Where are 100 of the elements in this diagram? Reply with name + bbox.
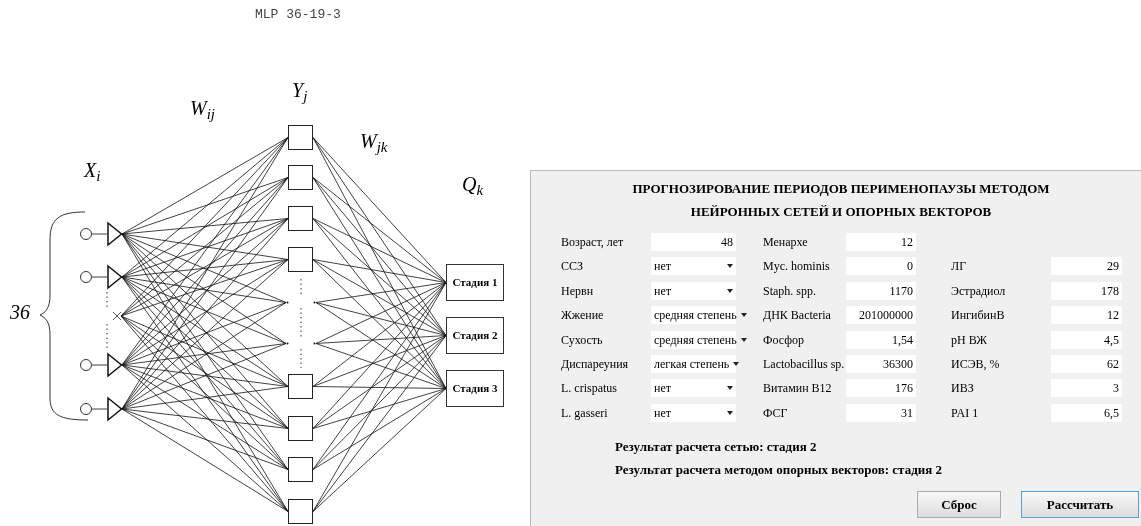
input-field: 31 xyxy=(846,403,916,422)
connection-line xyxy=(91,276,108,278)
output-box xyxy=(446,370,504,407)
output-box xyxy=(446,317,504,354)
connection-line xyxy=(121,177,289,235)
input-field: 201000000 xyxy=(846,306,916,325)
connection-line xyxy=(121,218,289,235)
dropdown-field: нет xyxy=(651,379,736,398)
input-field: 176 xyxy=(846,379,916,398)
input-field: 48 xyxy=(651,233,736,251)
result-text: Результат расчета методом опорных векторов: стадия 2 xyxy=(615,461,942,479)
connection-line xyxy=(121,233,287,344)
input-triangle xyxy=(107,222,122,246)
connection-line xyxy=(121,137,289,235)
input-field: 1170 xyxy=(846,281,916,300)
input-circle xyxy=(80,403,92,415)
input-field: 1,54 xyxy=(846,330,916,349)
connection-line xyxy=(312,335,447,429)
field-label: ДНК Bacteria xyxy=(763,307,831,325)
hidden-neuron-box xyxy=(288,165,313,190)
input-triangle xyxy=(107,397,122,421)
field-label: ИнгибинВ xyxy=(951,307,1005,325)
ellipsis-point xyxy=(286,301,316,304)
connection-line xyxy=(121,218,289,278)
connection-line xyxy=(120,315,289,512)
connection-line xyxy=(121,177,289,278)
connection-line xyxy=(312,335,447,512)
ellipsis-point xyxy=(286,342,316,345)
connection-line xyxy=(121,233,289,512)
hidden-neuron-box xyxy=(288,499,313,524)
form-title: ПРОГНОЗИРОВАНИЕ ПЕРИОДОВ ПЕРИМЕНОПАУЗЫ МЕТОДОМ НЕЙРОННЫХ СЕТЕЙ И ОПОРНЫХ ВЕКТОРОВ xyxy=(631,180,1051,221)
hidden-neuron-box xyxy=(288,247,313,272)
field-label: Возраст, лет xyxy=(561,234,624,251)
layer-label: X$_{i}$ xyxy=(84,160,101,180)
field-label: Сухость xyxy=(561,331,603,349)
connection-line xyxy=(120,137,289,317)
connection-line xyxy=(121,233,289,470)
field-label: ЛГ xyxy=(951,258,967,276)
field-label: Диспареуния xyxy=(561,356,629,373)
field-label: Myc. hominis xyxy=(763,258,830,276)
connection-line xyxy=(121,408,289,470)
connection-line xyxy=(312,386,447,389)
connection-line xyxy=(315,282,447,303)
connection-line xyxy=(312,259,447,283)
input-field: 0 xyxy=(846,257,916,276)
connection-line xyxy=(312,282,447,512)
field-label: L. gasseri xyxy=(561,404,608,422)
connection-line xyxy=(312,218,447,283)
connection-line xyxy=(91,364,108,366)
field-label: ИСЭВ, % xyxy=(951,356,1000,373)
output-label: Стадия 3 xyxy=(452,381,498,397)
field-label: L. crispatus xyxy=(561,380,617,398)
connection-line xyxy=(121,233,287,303)
dropdown-field: нет xyxy=(651,403,736,422)
field-label: Менархе xyxy=(763,234,808,251)
field-label: Staph. spp. xyxy=(763,282,816,300)
hidden-neuron-box xyxy=(288,416,313,441)
input-circle xyxy=(80,359,92,371)
connection-line xyxy=(120,315,289,387)
dropdown-field: нет xyxy=(651,257,736,276)
connection-line xyxy=(312,259,447,389)
field-label: ИВЗ xyxy=(951,380,974,398)
connection-line xyxy=(312,218,447,336)
connection-line xyxy=(312,259,447,336)
connection-line xyxy=(121,276,287,344)
connection-line xyxy=(312,177,447,389)
connection-line xyxy=(121,302,287,410)
connection-line xyxy=(312,137,447,336)
input-count: 36 xyxy=(10,302,30,322)
input-triangle xyxy=(107,265,122,289)
connection-line xyxy=(121,343,287,366)
field-label: Эстрадиол xyxy=(951,282,1006,300)
hidden-neuron-box xyxy=(288,125,313,150)
connection-line xyxy=(121,408,289,512)
connection-line xyxy=(315,302,447,389)
connection-line xyxy=(315,282,447,344)
connection-line xyxy=(120,177,289,317)
connection-line xyxy=(120,315,289,470)
reset-button: Сброс xyxy=(917,491,1001,518)
dropdown-field: нет xyxy=(651,281,736,300)
connection-line xyxy=(312,388,447,470)
field-label: Жжение xyxy=(561,307,604,325)
hidden-neuron-box xyxy=(288,374,313,399)
field-label: PAI 1 xyxy=(951,404,979,422)
connection-line xyxy=(121,276,289,512)
field-label: pH ВЖ xyxy=(951,331,988,349)
connection-line xyxy=(312,282,447,429)
connection-line xyxy=(120,259,289,317)
input-field: 29 xyxy=(1051,257,1122,276)
connection-line xyxy=(121,343,287,410)
hidden-neuron-box xyxy=(288,206,313,231)
input-triangle xyxy=(107,353,122,377)
output-label: Стадия 2 xyxy=(452,328,498,344)
connection-line xyxy=(121,259,289,410)
field-label: Нервн xyxy=(561,282,594,300)
connection-line xyxy=(315,335,447,344)
input-field: 6,5 xyxy=(1051,403,1122,422)
field-label: Фосфор xyxy=(763,331,805,349)
output-label: Стадия 1 xyxy=(452,275,498,291)
dropdown-field: легкая степень xyxy=(651,355,736,373)
